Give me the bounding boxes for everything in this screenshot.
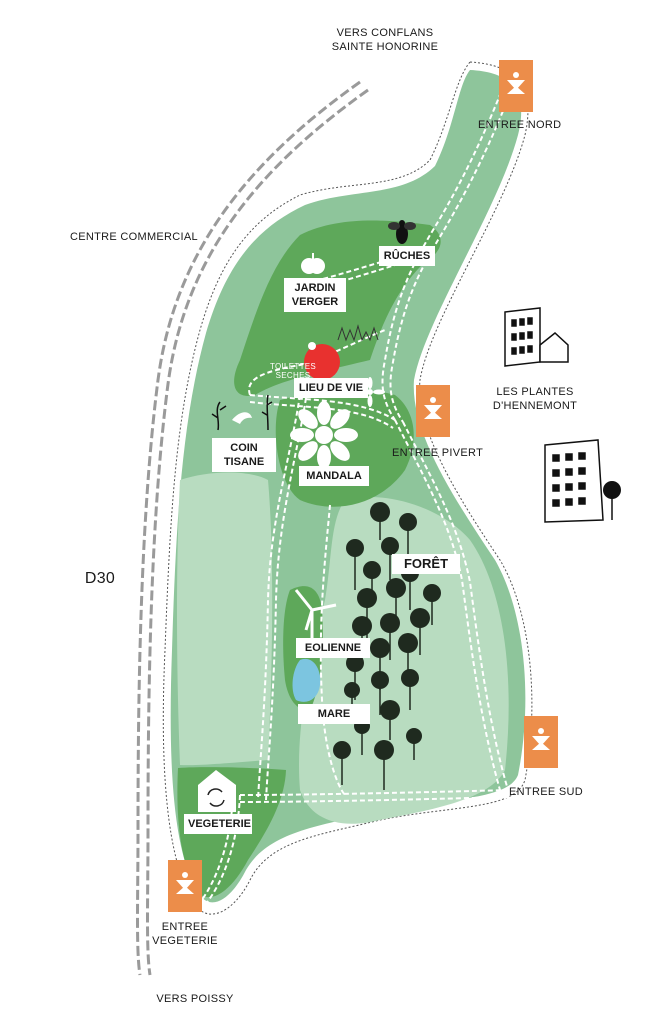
ruches-label[interactable]: RÛCHES	[379, 246, 435, 266]
tree-icon	[346, 539, 364, 590]
vegeterie-label[interactable]: VEGETERIE	[184, 814, 252, 834]
meadow-left	[177, 472, 273, 766]
toilettes-label: TOILETTES SECHES	[269, 362, 317, 380]
entrance-vegeterie[interactable]	[168, 860, 202, 912]
road-label: D30	[84, 570, 116, 587]
foret-label[interactable]: FORÊT	[392, 554, 460, 574]
forest-trees	[333, 502, 441, 790]
entrance-pivert[interactable]	[416, 385, 450, 437]
bird-icon	[232, 412, 252, 424]
vegeterie-pin	[198, 770, 236, 812]
pond	[292, 658, 321, 702]
entrance-north[interactable]	[499, 60, 533, 112]
tree-icon	[333, 741, 351, 785]
eolienne-label[interactable]: EOLIENNE	[296, 638, 370, 658]
tree-icon	[423, 584, 441, 625]
entrance-pivert-label: ENTREE PIVERT	[392, 447, 484, 459]
mandala-flower-icon	[290, 401, 358, 469]
coin-tisane-label[interactable]: COIN TISANE	[212, 438, 276, 472]
toilet-icon	[304, 344, 340, 380]
entrance-icon	[424, 397, 442, 419]
entrance-icon	[176, 872, 194, 894]
tree-icon	[401, 669, 419, 710]
neighbourhood-label: LES PLANTES D'HENNEMONT	[492, 386, 578, 412]
recycle-icon	[207, 788, 225, 807]
bee-icon	[388, 220, 416, 244]
tree-icon	[406, 728, 422, 760]
d30-road-line-inner	[146, 88, 369, 976]
mall-label: CENTRE COMMERCIAL	[70, 231, 198, 243]
tisane-plant-icon	[211, 394, 273, 431]
mandala-label[interactable]: MANDALA	[299, 466, 369, 486]
entrance-vegeterie-label: ENTREE VEGETERIE	[152, 921, 218, 947]
tree-icon	[380, 700, 400, 740]
tree-icon	[374, 740, 394, 790]
entrance-icon	[507, 72, 525, 94]
apple-icon	[301, 253, 325, 274]
tree-icon	[380, 613, 400, 660]
tree-icon	[399, 513, 417, 555]
entrance-south[interactable]	[524, 716, 558, 768]
tower-building-icon	[544, 439, 621, 523]
d30-road-line-outer	[136, 80, 361, 976]
tree-icon	[410, 608, 430, 655]
tree-icon	[381, 537, 399, 580]
forest-area	[299, 496, 509, 824]
entrance-south-label: ENTREE SUD	[509, 786, 583, 798]
tree-icon	[371, 671, 389, 715]
south-road-label: VERS POISSY	[156, 993, 234, 1005]
building-icon	[504, 307, 569, 367]
flowers-sketch	[337, 324, 379, 342]
north-road-label: VERS CONFLANS SAINTE HONORINE	[331, 27, 439, 53]
entrance-icon	[532, 728, 550, 750]
entrance-north-label: ENTREE NORD	[478, 119, 562, 131]
tree-icon	[370, 502, 390, 540]
jardin-verger-label[interactable]: JARDIN VERGER	[284, 278, 346, 312]
park-boundary	[162, 61, 533, 915]
mare-label[interactable]: MARE	[298, 704, 370, 724]
lieu-de-vie-label[interactable]: LIEU DE VIE	[294, 378, 368, 398]
